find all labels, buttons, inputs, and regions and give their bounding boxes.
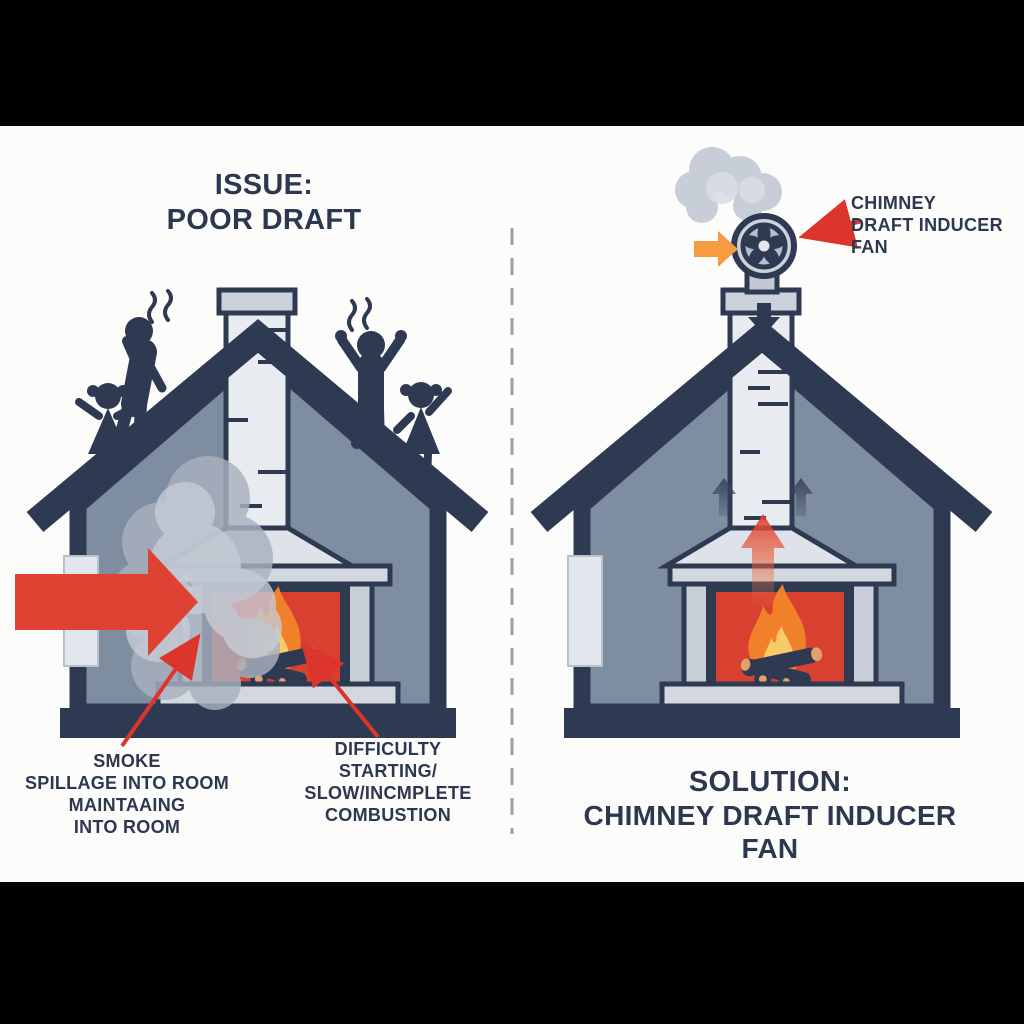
fan-callout-label: CHIMNEY DRAFT INDUCER FAN — [851, 192, 1011, 258]
brick-ticks — [740, 370, 790, 520]
issue-title: ISSUE: POOR DRAFT — [114, 168, 414, 238]
smoke-label-line: SPILLAGE INTO ROOM — [24, 773, 230, 793]
roof — [530, 319, 993, 532]
difficulty-label-line: STARTING/ — [338, 761, 438, 781]
fan-icon — [731, 213, 797, 279]
combustion-pointer-arrow — [300, 641, 380, 739]
floor — [60, 708, 456, 738]
solution-title-line2: CHIMNEY DRAFT INDUCER FAN — [583, 800, 957, 864]
right-house — [530, 147, 993, 738]
steam-squiggle — [163, 289, 173, 322]
up-draft-arrow-icon — [712, 478, 813, 516]
down-arrow-icon — [748, 303, 780, 335]
difficulty-label-line: DIFFICULTY — [334, 739, 442, 759]
solution-title: SOLUTION: CHIMNEY DRAFT INDUCER FAN — [552, 766, 988, 865]
steam-squiggle — [362, 297, 372, 330]
big-red-arrow-icon — [15, 548, 198, 656]
girl-pigtails-icon — [75, 383, 140, 478]
smoke-label-line: INTO ROOM — [73, 817, 181, 837]
orange-arrow-icon — [694, 231, 738, 267]
girl-pigtails-icon — [393, 382, 452, 484]
difficulty-label-line: SLOW/INCMPLETE — [304, 783, 472, 803]
fan-label-line: CHIMNEY — [851, 193, 937, 213]
mantel — [667, 563, 897, 587]
hearth — [659, 681, 905, 709]
steam-squiggle — [347, 299, 357, 332]
issue-title-line1: ISSUE: — [214, 169, 314, 201]
smoke-cloud-icon — [675, 147, 782, 223]
up-draft-arrow-icon — [741, 514, 785, 606]
smoke-label-line: MAINTAAING — [68, 795, 186, 815]
steam-squiggle — [147, 291, 157, 324]
roof — [26, 319, 489, 532]
fan-label-line: DRAFT INDUCER — [851, 215, 1003, 235]
left-house — [15, 287, 489, 748]
person-arms-up-icon — [335, 297, 407, 453]
floor — [564, 708, 960, 738]
wall-window — [567, 555, 603, 667]
solution-title-line1: SOLUTION: — [688, 766, 852, 798]
chimney-cap — [216, 287, 298, 316]
fan-label-line: FAN — [851, 237, 888, 257]
smoke-label-line: SMOKE — [93, 751, 161, 771]
difficulty-label-line: COMBUSTION — [325, 805, 451, 825]
smoke-pointer-arrow — [120, 633, 201, 748]
difficulty-label: DIFFICULTY STARTING/ SLOW/INCMPLETE COMB… — [281, 738, 495, 826]
smoke-spillage-label: SMOKE SPILLAGE INTO ROOM MAINTAAING INTO… — [8, 750, 246, 838]
fan-pointer-arrow — [798, 199, 861, 248]
issue-title-line2: POOR DRAFT — [166, 204, 362, 236]
